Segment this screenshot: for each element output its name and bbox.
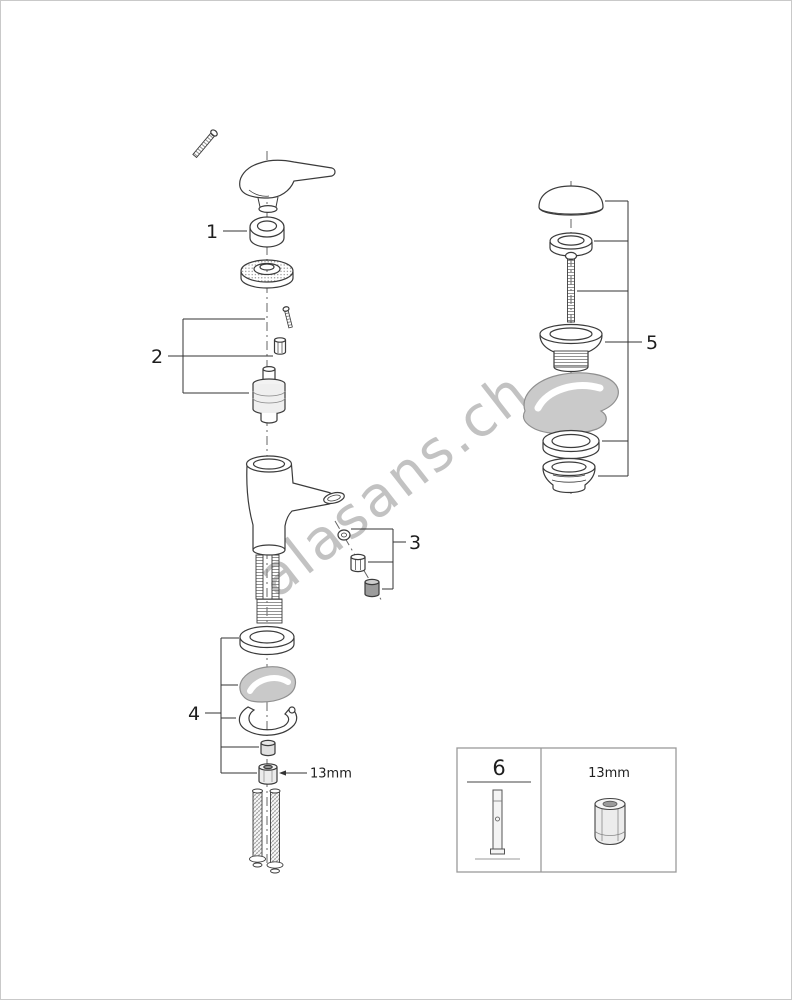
nut-size-callout: 13mm — [279, 767, 352, 782]
spout-cap — [364, 578, 380, 598]
callout-1-label: 1 — [206, 221, 218, 243]
drain-upper-flange — [539, 323, 603, 373]
cartridge-stop — [273, 337, 287, 355]
nut-size-label: 13mm — [310, 767, 352, 782]
stabilizer-plate — [239, 666, 297, 703]
callout-5: 5 — [577, 200, 658, 477]
callout-2: 2 — [151, 318, 273, 394]
drain-lower-flange — [542, 457, 596, 494]
lever-handle — [239, 159, 336, 214]
tool-box-number: 6 — [492, 756, 505, 780]
faucet-assembly: 1 — [151, 129, 421, 874]
tool-size-label: 13mm — [588, 766, 630, 781]
callout-1: 1 — [206, 221, 247, 243]
tool-box: 6 13mm — [456, 747, 677, 873]
drain-seal-ring — [542, 429, 600, 460]
faucet-body — [245, 455, 345, 556]
cap-ring — [249, 216, 285, 248]
spout-nut — [350, 553, 366, 573]
callout-2-label: 2 — [151, 346, 163, 368]
drain-seal-wedge — [522, 372, 619, 435]
base-gasket — [239, 625, 295, 656]
drain-dome-cap — [538, 185, 604, 216]
mounting-tool — [475, 789, 520, 860]
cartridge-screw — [282, 306, 293, 329]
cartridge — [252, 366, 286, 424]
hex-nut — [258, 763, 278, 785]
handle-screw — [192, 129, 218, 159]
mounting-bracket — [238, 706, 298, 736]
tool-nut — [594, 797, 626, 846]
callout-5-label: 5 — [646, 332, 658, 354]
drain-top-ring — [549, 232, 593, 257]
spout-fitting — [337, 529, 351, 541]
callout-3-label: 3 — [409, 532, 421, 554]
callout-4-label: 4 — [188, 703, 200, 725]
threaded-studs — [255, 554, 283, 624]
washer-nut — [260, 739, 276, 757]
drain-screw — [564, 251, 578, 323]
callout-4: 4 — [188, 637, 259, 774]
supply-hoses — [249, 788, 284, 874]
callout-3: 3 — [351, 528, 421, 590]
mounting-ring — [240, 259, 294, 289]
drain-assembly: 5 — [522, 185, 658, 494]
